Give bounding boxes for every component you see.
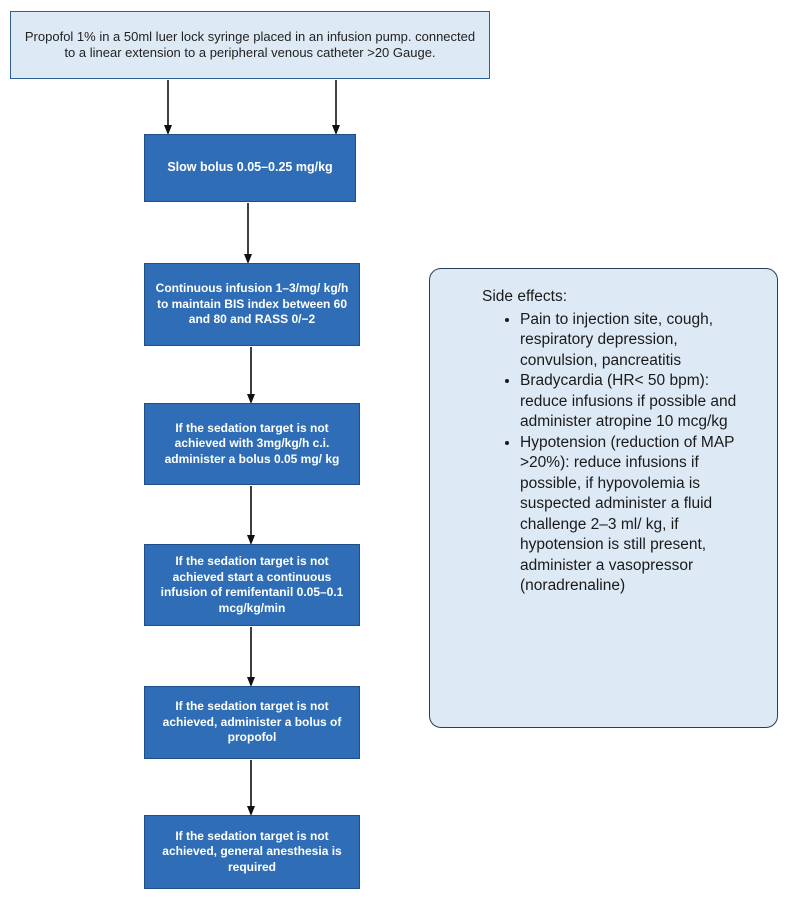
start-box: Propofol 1% in a 50ml luer lock syringe … [10,11,490,79]
step-slow-bolus-text: Slow bolus 0.05–0.25 mg/kg [167,160,333,175]
step-propofol-extra-bolus-text: If the sedation target is not achieved w… [164,420,340,466]
step-continuous-infusion-text: Continuous infusion 1–3/mg/ kg/h to main… [155,281,349,327]
start-box-text: Propofol 1% in a 50ml luer lock syringe … [24,29,476,60]
step-continuous-infusion: Continuous infusion 1–3/mg/ kg/h to main… [144,263,360,346]
step-general-anesthesia: If the sedation target is not achieved, … [144,815,360,889]
side-effect-item: Hypotension (reduction of MAP >20%): red… [520,433,750,597]
side-effect-item: Pain to injection site, cough, respirato… [520,310,750,372]
step-remifentanil-infusion: If the sedation target is not achieved s… [144,544,360,626]
side-effects-list: Pain to injection site, cough, respirato… [482,310,750,597]
step-general-anesthesia-text: If the sedation target is not achieved, … [162,828,342,874]
side-effects-title: Side effects: [482,288,568,305]
step-slow-bolus: Slow bolus 0.05–0.25 mg/kg [144,134,356,202]
step-propofol-bolus-text: If the sedation target is not achieved, … [162,699,342,745]
step-propofol-extra-bolus: If the sedation target is not achieved w… [144,403,360,485]
step-remifentanil-infusion-text: If the sedation target is not achieved s… [160,554,344,615]
step-propofol-bolus: If the sedation target is not achieved, … [144,686,360,759]
side-effect-item: Bradycardia (HR< 50 bpm): reduce infusio… [520,371,750,433]
side-effects-panel: Side effects: Pain to injection site, co… [429,268,778,728]
